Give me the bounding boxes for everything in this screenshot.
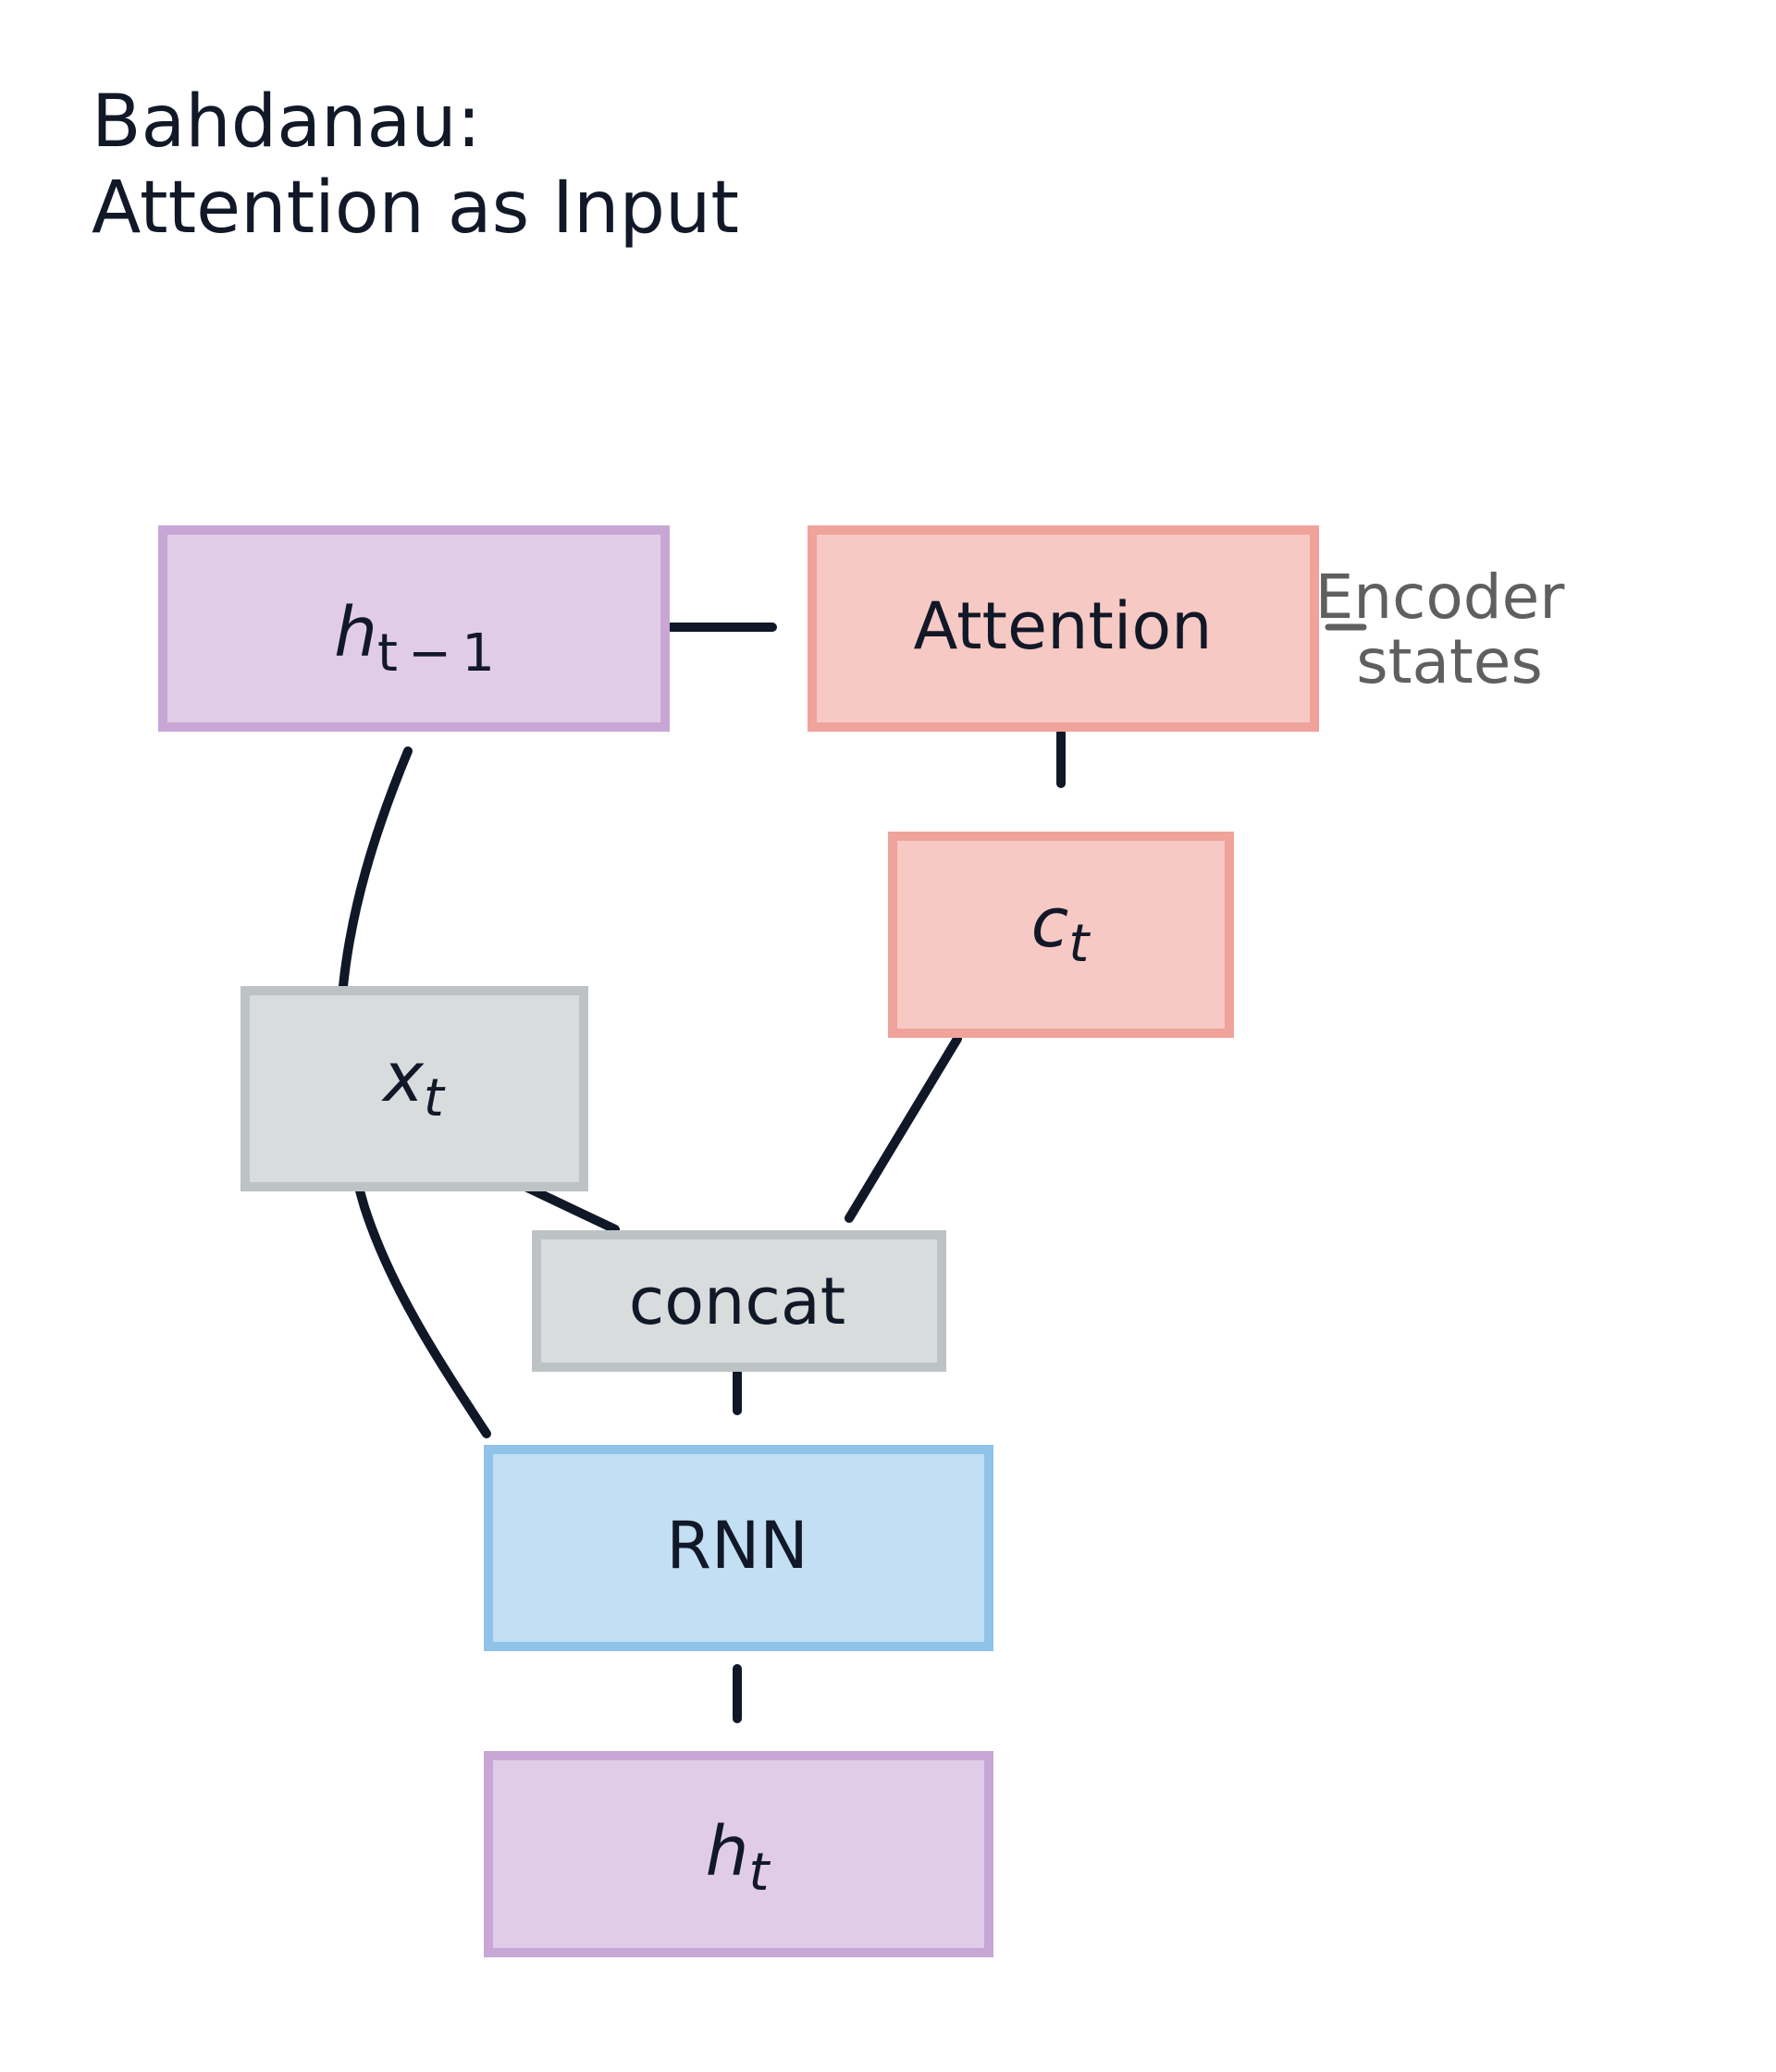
arrow-ct-to-concat — [845, 1034, 962, 1223]
node-concat: concat — [532, 1230, 946, 1372]
h-prev-box — [158, 525, 670, 732]
attention-label: Attention — [913, 588, 1212, 664]
concat-box — [532, 1230, 946, 1372]
concat-label: concat — [629, 1264, 846, 1339]
encoder-states-line-2: states — [1356, 626, 1543, 697]
h-prev-subscript: t − 1 — [377, 623, 495, 684]
xt-box — [240, 986, 588, 1191]
rnn-label: RNN — [666, 1508, 808, 1584]
h-prev-label: ht − 1 — [334, 593, 495, 684]
node-h-prev: ht − 1 — [158, 525, 670, 732]
title-line-1: Bahdanau: — [92, 80, 482, 164]
ht-label: ht — [706, 1812, 771, 1903]
ct-box — [888, 832, 1234, 1038]
arrow-xt-to-concat — [519, 1181, 620, 1234]
ct-label: ct — [1031, 883, 1092, 974]
node-ct: ct — [888, 832, 1234, 1038]
encoder-states-input: Encoder states — [1315, 561, 1585, 697]
xt-label: xt — [381, 1038, 446, 1128]
node-rnn: RNN — [484, 1445, 993, 1651]
node-attention: Attention — [808, 525, 1319, 732]
ct-subscript: t — [1068, 914, 1091, 974]
ht-box — [484, 1751, 993, 1957]
ct-base: c — [1031, 883, 1069, 963]
diagram-title: Bahdanau: Attention as Input — [92, 80, 739, 252]
encoder-states-line-1: Encoder — [1315, 561, 1566, 633]
rnn-box — [484, 1445, 993, 1651]
node-xt: xt — [240, 986, 588, 1191]
xt-base: x — [381, 1038, 425, 1117]
ht-base: h — [706, 1812, 749, 1892]
xt-subscript: t — [424, 1068, 446, 1128]
ht-subscript: t — [748, 1843, 771, 1903]
attention-box — [808, 525, 1319, 732]
node-ht: ht — [484, 1751, 993, 1957]
encoder-states-label: Encoder states — [1315, 561, 1585, 697]
h-prev-base: h — [334, 593, 377, 672]
title-line-2: Attention as Input — [92, 166, 739, 250]
